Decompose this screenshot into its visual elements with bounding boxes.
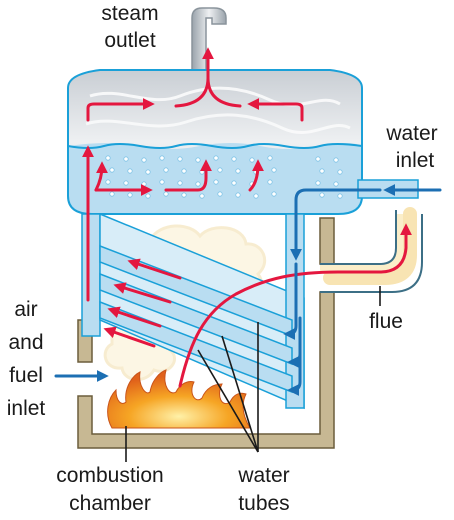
label-inlet-2: inlet <box>7 397 46 420</box>
label-steam: steam <box>101 2 158 25</box>
bubbles <box>105 155 343 199</box>
label-outlet: outlet <box>104 29 156 52</box>
label-air-fuel-inlet: air and fuel inlet <box>7 298 46 420</box>
label-combustion: combustion <box>56 464 163 487</box>
label-inlet-1: inlet <box>396 149 435 172</box>
label-water-2: water <box>237 464 289 487</box>
steam-outlet-pipe <box>191 7 227 75</box>
leader-lines <box>125 286 381 462</box>
label-and: and <box>8 331 43 354</box>
steam-drum <box>67 69 363 215</box>
label-flue: flue <box>369 310 403 333</box>
label-tubes: tubes <box>238 492 289 515</box>
label-fuel: fuel <box>9 364 43 387</box>
label-steam-outlet: steam outlet <box>101 2 158 52</box>
label-water-1: water <box>385 122 437 145</box>
water-arrows <box>54 184 442 396</box>
label-combustion-chamber: combustion chamber <box>56 464 163 515</box>
label-air: air <box>14 298 37 321</box>
label-water-inlet: water inlet <box>385 122 437 172</box>
label-water-tubes: water tubes <box>237 464 289 515</box>
flames <box>107 369 251 429</box>
label-chamber: chamber <box>69 492 151 515</box>
hot-gas-arrows <box>82 47 412 388</box>
